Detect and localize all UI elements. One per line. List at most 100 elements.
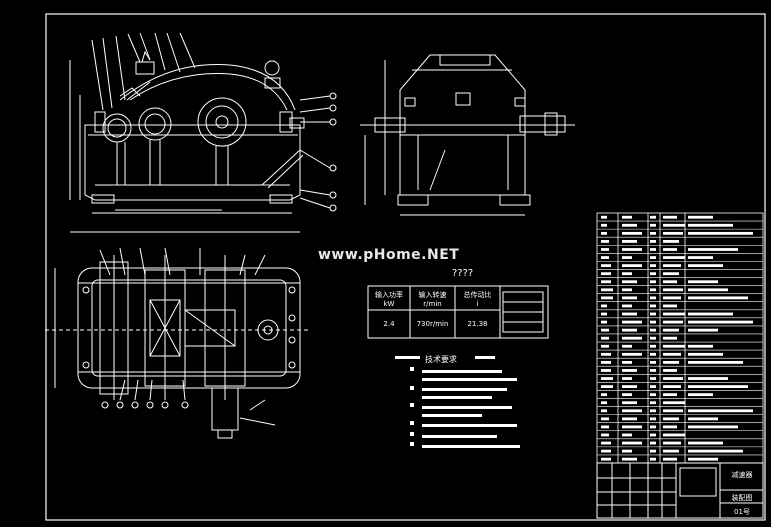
title-block-name: 减速器 <box>731 471 753 479</box>
parts-entry-mark <box>601 409 607 413</box>
parts-entry-mark <box>622 369 637 372</box>
parts-entry-mark <box>622 336 642 340</box>
parts-entry-mark <box>663 336 677 340</box>
parts-entry-mark <box>688 256 713 259</box>
parts-entry-mark <box>663 272 679 276</box>
parts-list <box>596 212 764 464</box>
parts-entry-mark <box>663 377 683 380</box>
parts-entry-mark <box>688 457 718 461</box>
parts-entry-mark <box>650 304 656 308</box>
drawing-caption: ???? <box>452 268 474 279</box>
parts-entry-mark <box>601 248 609 251</box>
parts-entry-mark <box>688 344 713 348</box>
side-view <box>360 54 575 216</box>
parts-entry-mark <box>650 312 656 316</box>
parts-entry-mark <box>650 231 656 235</box>
parts-entry-mark <box>622 223 637 227</box>
parts-entry-mark <box>688 385 748 388</box>
parts-entry-mark <box>601 385 613 388</box>
parts-entry-mark <box>663 433 685 437</box>
parts-entry-mark <box>688 360 743 364</box>
parts-entry-mark <box>650 320 656 324</box>
parts-entry-mark <box>622 240 637 243</box>
parts-entry-mark <box>601 264 611 268</box>
parts-entry-mark <box>601 296 613 300</box>
parts-entry-mark <box>688 393 713 397</box>
parts-entry-mark <box>601 377 613 380</box>
parts-entry-mark <box>650 215 656 219</box>
parts-entry-mark <box>622 248 642 251</box>
parts-entry-mark <box>650 328 656 332</box>
parts-entry-mark <box>601 240 609 243</box>
parts-entry-mark <box>622 344 632 348</box>
parts-entry-mark <box>622 377 632 380</box>
parts-entry-mark <box>622 433 632 437</box>
parts-entry-mark <box>688 425 738 429</box>
tech-requirements-title: 技术要求 <box>425 355 457 364</box>
parts-entry-mark <box>601 401 607 405</box>
parts-entry-mark <box>650 264 656 268</box>
parts-entry-mark <box>650 223 656 227</box>
spec-value-ratio: 21.38 <box>467 320 488 328</box>
spec-value-speed: 730r/min <box>416 320 449 328</box>
parts-entry-mark <box>650 433 656 437</box>
parts-entry-mark <box>650 336 656 340</box>
parts-entry-mark <box>663 409 683 413</box>
parts-entry-mark <box>663 264 681 268</box>
spec-header-speed: 输入转速 <box>418 291 447 299</box>
parts-entry-mark <box>650 256 656 259</box>
parts-entry-mark <box>622 264 642 268</box>
parts-entry-mark <box>663 401 685 405</box>
parts-entry-mark <box>601 304 607 308</box>
spec-unit-power: kW <box>383 300 395 308</box>
title-block <box>596 462 764 519</box>
parts-entry-mark <box>688 377 728 380</box>
parts-entry-mark <box>622 457 637 461</box>
parts-entry-mark <box>650 288 656 292</box>
parts-entry-mark <box>688 449 743 453</box>
parts-entry-mark <box>650 457 656 461</box>
parts-entry-mark <box>650 377 656 380</box>
parts-entry-mark <box>663 215 677 219</box>
parts-entry-mark <box>622 393 632 397</box>
parts-entry-mark <box>601 457 611 461</box>
parts-entry-mark <box>601 336 609 340</box>
parts-entry-mark <box>650 344 656 348</box>
parts-entry-mark <box>650 409 656 413</box>
parts-entry-mark <box>601 449 611 453</box>
spec-header-ratio: 总传动比 <box>463 291 492 299</box>
parts-entry-mark <box>663 441 681 445</box>
parts-entry-mark <box>650 360 656 364</box>
parts-entry-mark <box>663 328 679 332</box>
parts-entry-mark <box>663 320 683 324</box>
parts-entry-mark <box>650 425 656 429</box>
parts-entry-mark <box>601 312 607 316</box>
parts-entry-mark <box>663 360 679 364</box>
parts-entry-mark <box>663 385 681 388</box>
parts-entry-mark <box>688 288 728 292</box>
parts-entry-mark <box>622 288 632 292</box>
parts-entry-mark <box>622 256 632 259</box>
parts-entry-mark <box>622 312 637 316</box>
parts-entry-mark <box>688 223 733 227</box>
parts-entry-mark <box>688 248 738 251</box>
parts-entry-mark <box>663 223 685 227</box>
parts-entry-mark <box>650 296 656 300</box>
spec-unit-speed: r/min <box>423 300 442 308</box>
spec-header-power: 输入功率 <box>375 291 403 299</box>
tech-requirements-lines <box>395 356 520 448</box>
parts-entry-mark <box>601 320 607 324</box>
parts-entry-mark <box>663 425 677 429</box>
parts-entry-mark <box>688 320 753 324</box>
title-block-drawing: 装配图 <box>731 494 753 502</box>
parts-entry-mark <box>650 369 656 372</box>
parts-entry-mark <box>688 417 718 421</box>
parts-entry-mark <box>601 417 609 421</box>
parts-entry-mark <box>663 369 677 372</box>
parts-entry-mark <box>688 312 733 316</box>
parts-entry-mark <box>622 280 637 284</box>
parts-entry-mark <box>663 256 685 259</box>
spec-table-frame <box>367 285 549 339</box>
parts-entry-mark <box>622 417 637 421</box>
